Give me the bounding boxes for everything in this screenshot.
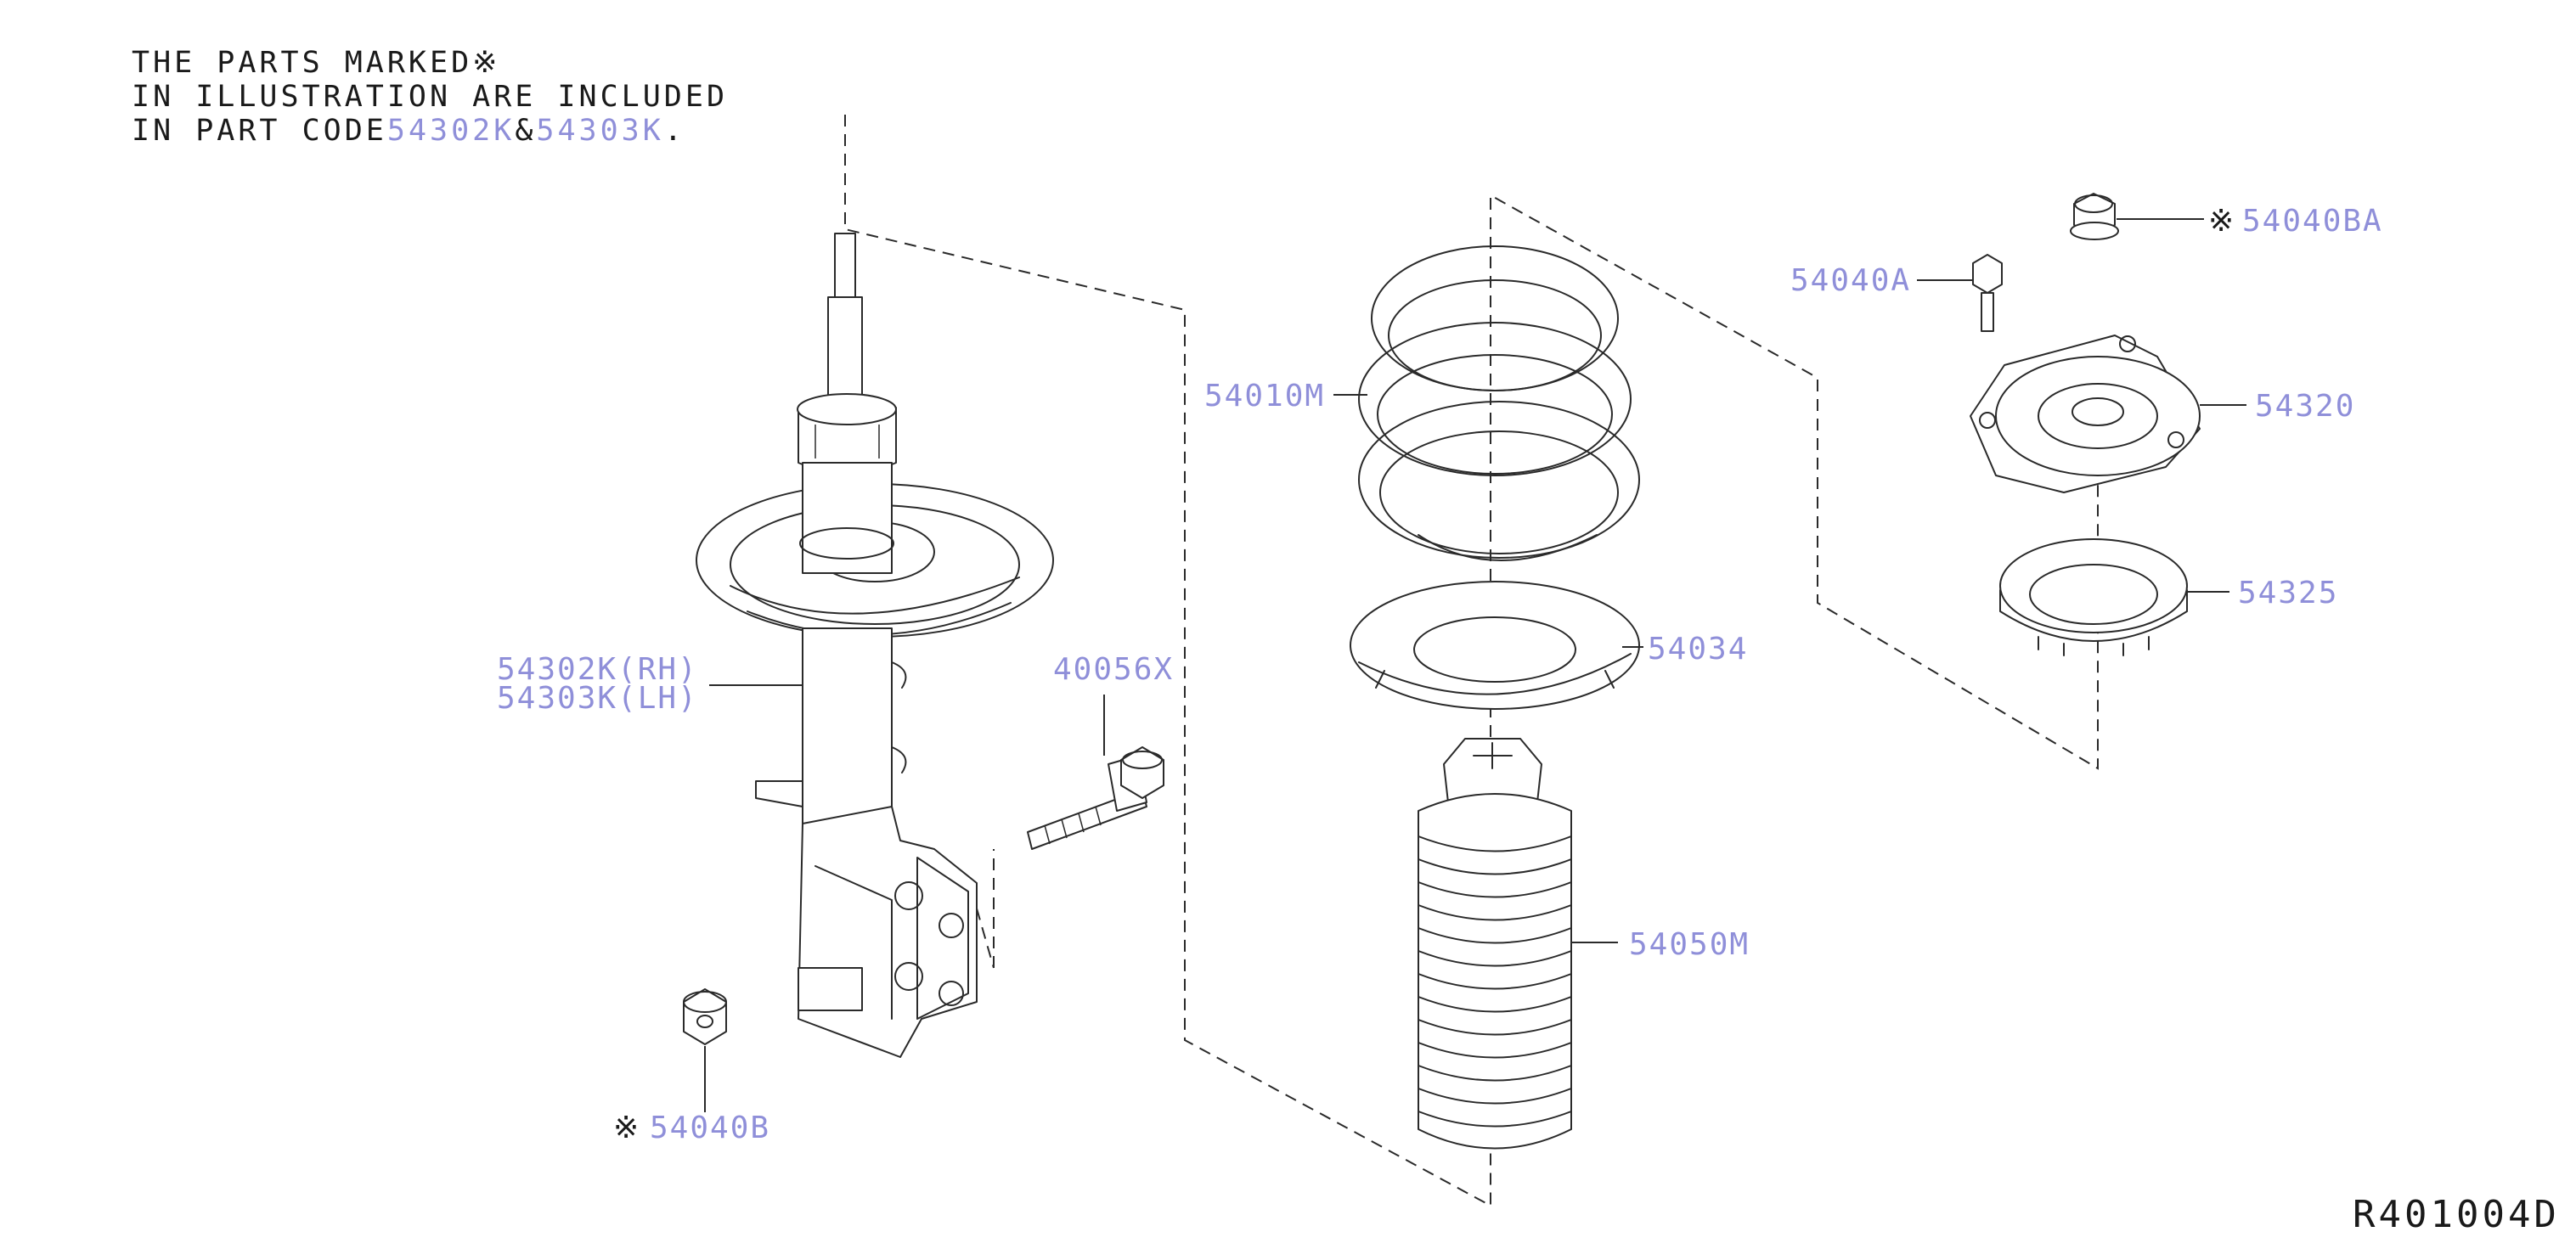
note-line-3-prefix: IN PART CODE (132, 114, 387, 148)
mount-body (1995, 356, 2201, 476)
bound-bumper-illustration (1418, 738, 1572, 1150)
figure-code: R401004D (2353, 1193, 2560, 1236)
upper-assembly-guide (1490, 194, 2099, 815)
callout-54040b-mark: ※ (613, 1111, 640, 1145)
bolt-54040a-illustration (1972, 254, 2003, 332)
brake-hose-bracket (798, 967, 863, 1011)
seat-plate (1350, 581, 1640, 710)
note-period: . (664, 114, 685, 148)
bolt-a-shank (1981, 292, 1994, 332)
note-code-b-link[interactable]: 54303K (536, 114, 663, 148)
strut-body-upper (802, 462, 893, 574)
note-line-2: IN ILLUSTRATION ARE INCLUDED (132, 80, 728, 114)
piston-rod-tip (834, 233, 856, 302)
callout-54325[interactable]: 54325 (2238, 576, 2338, 610)
note-line-3: IN PART CODE54302K&54303K. (132, 114, 685, 148)
callout-54040ba[interactable]: 54040BA (2242, 204, 2383, 239)
bearing-ring (1999, 538, 2188, 633)
strut-assembly-illustration (696, 233, 1054, 1058)
callout-54040ba-mark: ※ (2208, 204, 2235, 239)
bolt-40056x-illustration (1027, 746, 1164, 850)
spring-seat-illustration (1350, 581, 1640, 710)
nut-54040ba-illustration (2070, 193, 2119, 240)
note-line-1: THE PARTS MARKED※ (132, 46, 500, 80)
bellows-boot (1418, 793, 1572, 1150)
note-ampersand: & (515, 114, 536, 148)
flange-nut-body (683, 988, 727, 1045)
nut-54040b-illustration (683, 988, 727, 1045)
knuckle-bracket (798, 806, 978, 1058)
callout-54303k-lh[interactable]: 54303K(LH) (497, 681, 698, 716)
callout-54010m[interactable]: 54010M (1204, 379, 1325, 413)
callout-54320[interactable]: 54320 (2255, 389, 2355, 424)
piston-rod (827, 296, 863, 408)
bearing-illustration (1999, 538, 2188, 656)
callout-54040b[interactable]: 54040B (650, 1111, 770, 1145)
callout-40056x[interactable]: 40056X (1053, 652, 1174, 687)
strut-body-lower (802, 627, 893, 841)
callout-54050m[interactable]: 54050M (1629, 927, 1750, 962)
callout-54302k-rh[interactable]: 54302K(RH) (497, 652, 698, 687)
strut-cap-top (797, 393, 897, 425)
leader-lines (704, 218, 2246, 1112)
nut-axis-guide-2 (976, 908, 995, 969)
coil-spring-illustration (1358, 245, 1640, 561)
callout-54034[interactable]: 54034 (1648, 632, 1748, 667)
callout-54040a[interactable]: 54040A (1790, 263, 1911, 298)
part-callouts: 54302K(RH) 54303K(LH) 40056X ※ 54040B 54… (497, 204, 2383, 1145)
parts-note: THE PARTS MARKED※ IN ILLUSTRATION ARE IN… (132, 46, 728, 148)
bolt-head (1120, 746, 1164, 799)
strut-mount-illustration (1970, 335, 2201, 493)
note-code-a-link[interactable]: 54302K (387, 114, 515, 148)
bolt-a-head (1972, 254, 2003, 294)
